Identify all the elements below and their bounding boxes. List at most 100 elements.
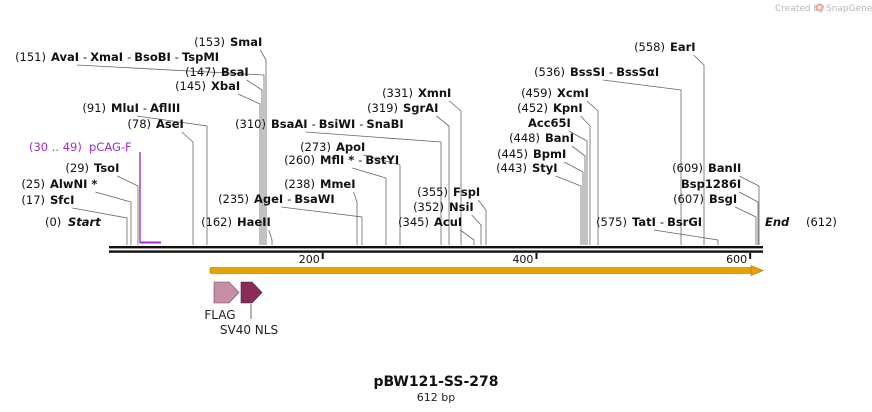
enzyme-name[interactable]: XbaI (211, 79, 240, 93)
cut-position: (260) (284, 153, 315, 167)
cut-site-line (571, 145, 586, 245)
cut-site-line (95, 191, 132, 245)
enzyme-separator: - (127, 50, 131, 64)
cut-site-line (471, 214, 482, 245)
cut-position: (352) (413, 200, 444, 214)
cut-position: (153) (194, 35, 225, 49)
enzyme-name[interactable]: AgeI (254, 192, 283, 206)
cut-position: (145) (175, 79, 206, 93)
enzyme-name[interactable]: XcmI (557, 86, 589, 100)
primer-name[interactable]: pCAG-F (89, 140, 132, 154)
cut-position: (607) (673, 192, 704, 206)
enzyme-name[interactable]: TsoI (94, 161, 119, 175)
cut-position: (151) (15, 50, 46, 64)
brand-text: SnapGene (826, 4, 872, 14)
enzyme-name[interactable]: KpnI (553, 101, 583, 115)
enzyme-name[interactable]: BsaI (221, 65, 249, 79)
enzyme-labels: (17)SfcI(25)AlwNI *(29)TsoI(78)AseI(91)M… (15, 35, 741, 229)
cut-position: (78) (127, 117, 151, 131)
cut-site-line (734, 206, 757, 245)
enzyme-name[interactable]: BssSI (570, 65, 605, 79)
enzyme-name[interactable]: SnaBI (366, 117, 403, 131)
enzyme-name[interactable]: MmeI (320, 177, 356, 191)
start-label: Start (68, 215, 101, 229)
enzyme-name[interactable]: SmaI (230, 35, 262, 49)
enzyme-separator: - (358, 153, 362, 167)
cut-site-line (246, 79, 263, 245)
enzyme-name[interactable]: Bsp1286I (681, 177, 741, 191)
enzyme-name[interactable]: BpmI (533, 147, 566, 161)
scale-tick-label: 400 (512, 253, 533, 266)
end-position: (612) (806, 215, 837, 229)
enzyme-name[interactable]: BanI (545, 131, 574, 145)
enzyme-name[interactable]: TspMI (182, 50, 219, 64)
enzyme-name[interactable]: TatI (632, 215, 656, 229)
cut-position: (575) (596, 215, 627, 229)
snapgene-logo-icon (815, 3, 824, 12)
enzyme-name[interactable]: AvaI (51, 50, 79, 64)
enzyme-name[interactable]: BsiWI (319, 117, 356, 131)
cut-site-line (136, 115, 208, 245)
cut-site-line (602, 79, 682, 245)
enzyme-name[interactable]: BsgI (709, 192, 737, 206)
enzyme-name[interactable]: StyI (532, 161, 558, 175)
enzyme-name[interactable]: MflI * (320, 153, 354, 167)
cut-position: (355) (417, 185, 448, 199)
cut-position: (331) (382, 86, 413, 100)
enzyme-name[interactable]: XmaI (90, 50, 123, 64)
end-label: End (765, 215, 790, 229)
enzyme-name[interactable]: EarI (670, 40, 696, 54)
enzyme-name[interactable]: SgrAI (403, 101, 438, 115)
cut-position: (29) (65, 161, 89, 175)
cut-site-line (268, 229, 273, 245)
cut-site-line (181, 131, 194, 245)
sv40-nls-label: SV40 NLS (220, 323, 278, 337)
cut-position: (238) (284, 177, 315, 191)
sv40-nls-feature-arrow[interactable] (240, 281, 263, 304)
cut-site-line (449, 100, 462, 245)
enzyme-separator: - (312, 117, 316, 131)
enzyme-name[interactable]: SfcI (50, 193, 74, 207)
enzyme-name[interactable]: Acc65I (528, 116, 571, 130)
credit-text: Created by (775, 4, 825, 14)
cut-position: (558) (634, 40, 665, 54)
cut-site-line (739, 175, 760, 245)
enzyme-name[interactable]: BsoBI (134, 50, 171, 64)
enzyme-name[interactable]: BanII (708, 161, 741, 175)
enzyme-separator: - (143, 101, 147, 115)
cut-site-line (72, 207, 128, 245)
enzyme-separator: - (175, 50, 179, 64)
cut-position: (147) (185, 65, 216, 79)
cut-position: (443) (496, 161, 527, 175)
scale-tick-mark (749, 253, 752, 259)
enzyme-name[interactable]: AflIII (150, 101, 180, 115)
enzyme-name[interactable]: BstYI (365, 153, 399, 167)
enzyme-separator: - (287, 192, 291, 206)
cut-position: (235) (218, 192, 249, 206)
cut-site-line (568, 130, 588, 245)
enzyme-name[interactable]: BsaAI (271, 117, 308, 131)
enzyme-name[interactable]: BsrGI (667, 215, 702, 229)
enzyme-name[interactable]: MluI (111, 101, 139, 115)
enzyme-name[interactable]: HaeII (237, 215, 271, 229)
enzyme-name[interactable]: AlwNI * (50, 177, 97, 191)
backbone-bottom-strand (109, 250, 763, 253)
scale-tick-label: 200 (299, 253, 320, 266)
map-title: pBW121-SS-278 (374, 374, 499, 390)
enzyme-separator: - (83, 50, 87, 64)
flag-feature-arrow[interactable] (213, 281, 240, 304)
enzyme-name[interactable]: FspI (453, 185, 480, 199)
enzyme-name[interactable]: ApoI (336, 140, 365, 154)
enzyme-name[interactable]: NsiI (449, 200, 474, 214)
cut-position: (91) (82, 101, 106, 115)
enzyme-name[interactable]: BssSαI (616, 65, 659, 79)
enzyme-name[interactable]: XmnI (418, 86, 451, 100)
enzyme-name[interactable]: AcuI (434, 215, 462, 229)
enzyme-name[interactable]: BsaWI (294, 192, 334, 206)
enzyme-name[interactable]: AseI (156, 117, 184, 131)
cut-position: (319) (367, 101, 398, 115)
cut-site-line (363, 154, 401, 245)
start-position: (0) (45, 215, 61, 229)
cut-site-line (580, 115, 591, 245)
